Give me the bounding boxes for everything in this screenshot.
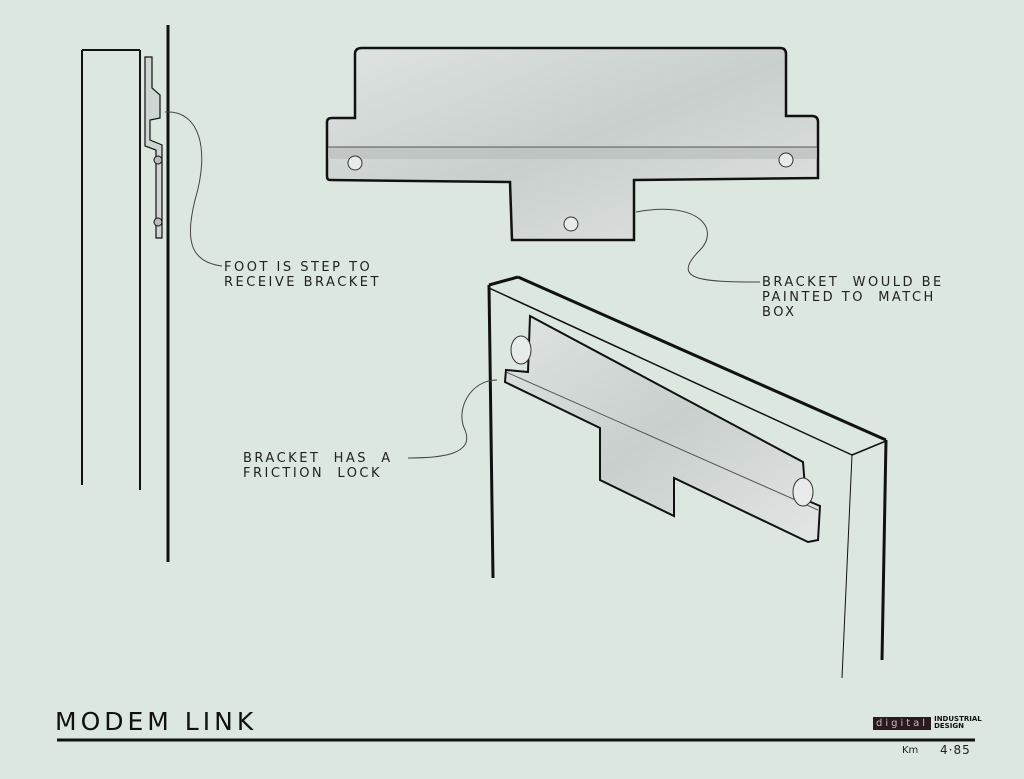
label-friction-lock: BRACKET HAS A FRICTION LOCK <box>243 451 393 481</box>
label-bracket-painted: BRACKET WOULD BE PAINTED TO MATCH BOX <box>762 275 944 320</box>
logo-line2: DESIGN <box>934 722 964 730</box>
drawing-title: MODEM LINK <box>55 707 258 736</box>
label-foot-step: FOOT IS STEP TO RECEIVE BRACKET <box>224 260 381 290</box>
flat-bracket-view <box>325 46 820 242</box>
logo-brand: digital <box>873 716 932 730</box>
leader-lines <box>164 111 761 459</box>
side-profile-view <box>81 25 170 562</box>
date: 4·85 <box>940 743 971 757</box>
initials: Km <box>902 745 919 756</box>
perspective-box-view <box>487 275 888 679</box>
logo-line1: INDUSTRIAL <box>934 715 982 723</box>
screw-icon <box>563 216 579 232</box>
screw-icon <box>778 152 794 168</box>
screw-icon <box>347 155 363 171</box>
